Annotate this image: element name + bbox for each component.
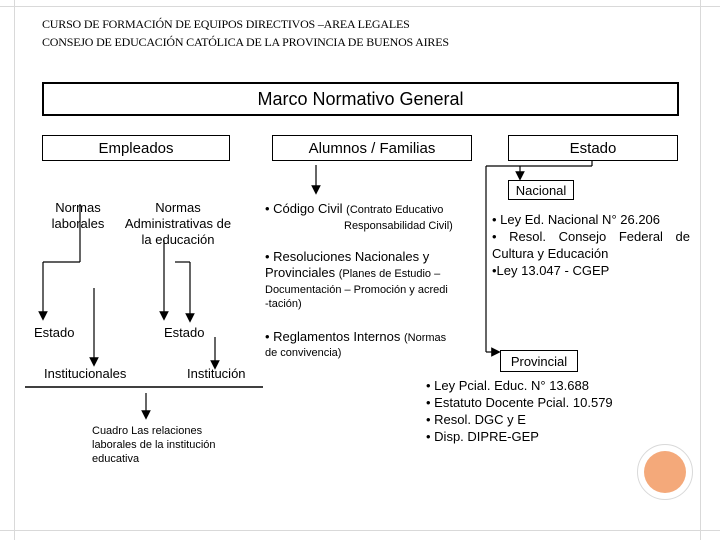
normas-laborales: Normas laborales [51, 200, 105, 231]
nacional-item: • Ley Ed. Nacional N° 26.206 [492, 212, 661, 227]
frame-bottom-line [0, 530, 720, 531]
main-title-box: Marco Normativo General [42, 82, 679, 116]
resoluciones-sub3: -tación) [265, 298, 302, 310]
nacional-list: • Ley Ed. Nacional N° 26.206 • Resol. Co… [492, 211, 690, 279]
provincial-label: Provincial [510, 353, 568, 369]
decorative-circle-inner [644, 451, 686, 493]
resoluciones-provinciales: Provinciales [265, 265, 336, 280]
provincial-item: • Ley Pcial. Educ. N° 13.688 [426, 378, 589, 393]
empleados-label: Empleados [98, 139, 174, 157]
resoluciones-sub2: Documentación – Promoción y acredi [265, 284, 448, 296]
resoluciones-line2: Provinciales (Planes de Estudio – [265, 265, 440, 282]
resoluciones-line1: • Resoluciones Nacionales y [265, 249, 430, 264]
codigo-civil-sub2: Responsabilidad Civil) [344, 220, 453, 232]
nacional-box: Nacional [508, 180, 574, 200]
estado-right: Estado [164, 325, 205, 340]
header-line-1: CURSO DE FORMACIÓN DE EQUIPOS DIRECTIVOS… [42, 17, 410, 31]
frame-right-line [700, 0, 701, 540]
cuadro-relaciones: Cuadro Las relaciones laborales de la in… [92, 425, 216, 465]
frame-top-line [0, 6, 720, 7]
estado-label: Estado [569, 139, 617, 157]
institucion: Institución [187, 366, 246, 381]
provincial-item: • Resol. DGC y E [426, 412, 526, 427]
nacional-item: • Resol. Consejo Federal de Cultura y Ed… [492, 229, 690, 261]
header-line-2: CONSEJO DE EDUCACIÓN CATÓLICA DE LA PROV… [42, 35, 449, 49]
alumnos-box: Alumnos / Familias [272, 135, 472, 161]
estado-left: Estado [34, 325, 75, 340]
provincial-box: Provincial [500, 350, 578, 372]
reglamentos-main: • Reglamentos Internos [265, 329, 401, 344]
provincial-list: • Ley Pcial. Educ. N° 13.688 • Estatuto … [426, 377, 656, 445]
institucionales: Institucionales [44, 366, 127, 381]
provincial-item: • Disp. DIPRE-GEP [426, 429, 539, 444]
empleados-box: Empleados [42, 135, 230, 161]
codigo-civil: • Código Civil (Contrato Educativo [265, 201, 443, 218]
alumnos-label: Alumnos / Familias [308, 139, 436, 157]
provincial-item: • Estatuto Docente Pcial. 10.579 [426, 395, 613, 410]
estado-box: Estado [508, 135, 678, 161]
resoluciones-sub1: (Planes de Estudio – [338, 268, 441, 280]
reglamentos-sub2: de convivencia) [265, 347, 342, 359]
normas-administrativas: Normas Administrativas de la educación [124, 200, 232, 247]
main-title: Marco Normativo General [257, 88, 464, 109]
nacional-label: Nacional [515, 182, 567, 198]
codigo-civil-main: • Código Civil [265, 201, 343, 216]
reglamentos-internos: • Reglamentos Internos (Normas [265, 329, 446, 346]
nacional-item: •Ley 13.047 - CGEP [492, 263, 610, 278]
reglamentos-sub1: (Normas [403, 332, 447, 344]
frame-left-line [14, 0, 15, 540]
codigo-civil-sub1: (Contrato Educativo [346, 204, 444, 216]
